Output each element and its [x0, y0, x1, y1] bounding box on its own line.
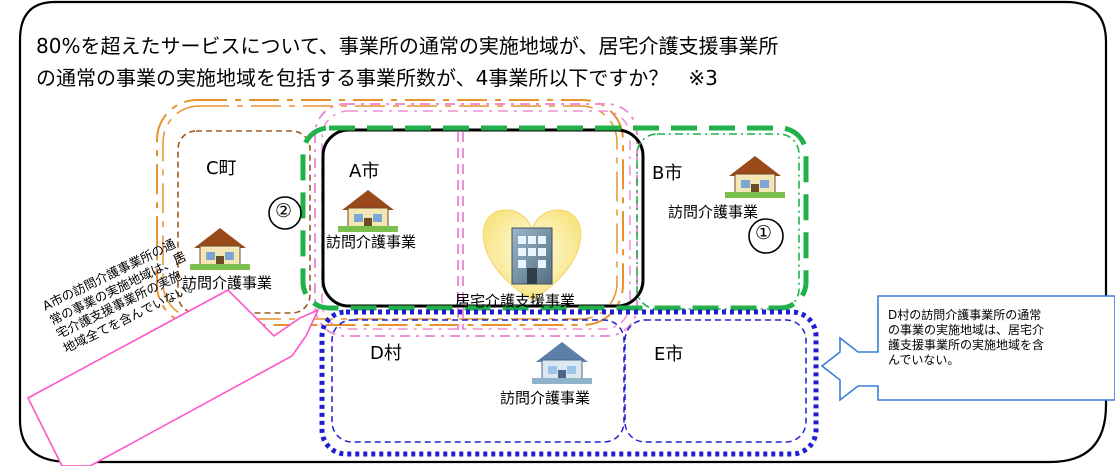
area-label-c-town: C町	[206, 158, 237, 179]
marker-one-circle	[748, 218, 784, 254]
b-office-area	[300, 125, 809, 311]
question-line-2: の通常の事業の実施地域を包括する事業所数が、4事業所以下ですか？ ※3	[36, 66, 718, 90]
a-city-area-pink-outer	[314, 103, 638, 337]
d-office-area	[319, 309, 819, 457]
office-label-c-town: 訪問介護事業	[182, 274, 273, 292]
callout-right-text: D村の訪問介護事業所の通常 の事業の実施地域は、居宅介 護支援事業所の実施地域を…	[888, 308, 1115, 368]
house-icon-b-city	[725, 152, 785, 198]
question-line-1: 80%を超えたサービスについて、事業所の通常の実施地域が、居宅介護支援事業所	[36, 34, 779, 58]
office-label-b-city: 訪問介護事業	[668, 203, 759, 221]
office-label-a-city: 訪問介護事業	[326, 233, 417, 251]
area-label-a-city: A市	[349, 161, 380, 182]
c-town-boundary	[177, 130, 311, 314]
office-label-d-village: 訪問介護事業	[500, 389, 591, 407]
callout-right-line-4: んでいない。	[888, 353, 960, 367]
house-icon-c-town	[190, 224, 250, 270]
house-icon-d-village	[532, 338, 592, 384]
marker-one: ①	[755, 222, 773, 244]
callout-left-box	[26, 289, 320, 466]
building-icon	[511, 227, 553, 285]
callout-right-line-2: の事業の実施地域は、居宅介	[888, 323, 1045, 337]
house-icon-a-city	[338, 186, 398, 232]
callout-right-line-1: D村の訪問介護事業所の通常	[888, 308, 1042, 322]
d-village-boundary	[331, 319, 625, 443]
office-label-care-support: 居宅介護支援事業	[455, 292, 576, 310]
area-label-e-city: E市	[654, 344, 684, 365]
callout-right-box	[820, 295, 1115, 402]
c-town-area-outer	[156, 99, 624, 326]
marker-two: ②	[275, 200, 293, 222]
e-city-boundary	[624, 319, 807, 443]
b-city-boundary	[636, 133, 800, 310]
callout-right-line-3: 護支援事業所の実施地域を含	[888, 338, 1045, 352]
marker-two-circle	[268, 196, 302, 230]
area-label-d-village: D村	[370, 343, 402, 364]
c-town-area-inner	[162, 105, 618, 320]
area-label-b-city: B市	[652, 163, 683, 184]
